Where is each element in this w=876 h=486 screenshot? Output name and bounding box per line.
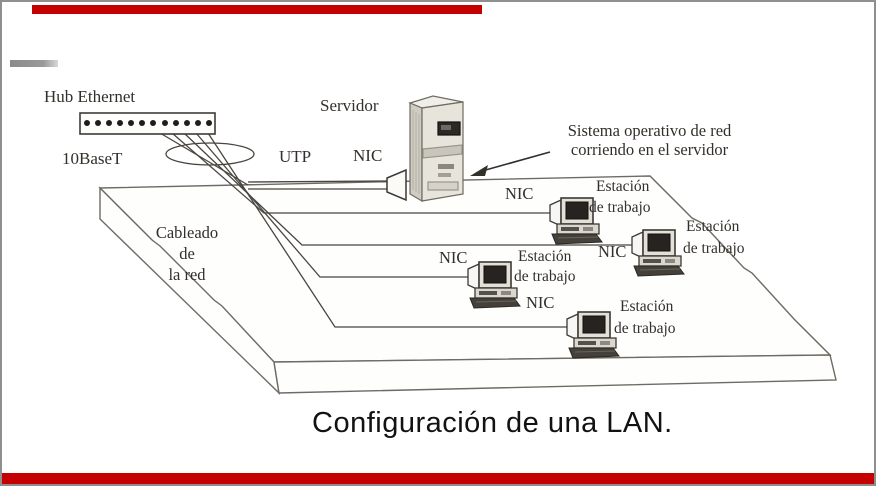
10baset-label: 10BaseT: [62, 149, 123, 168]
note-arrow-icon: [470, 151, 551, 176]
ws2-nic-label: NIC: [598, 242, 627, 261]
ws2-name-line1: Estación: [686, 218, 740, 235]
server-label: Servidor: [320, 96, 379, 115]
ws3-name-line1: Estación: [518, 248, 572, 265]
cabling-label: Cableado de la red: [149, 222, 225, 285]
utp-label: UTP: [279, 147, 312, 166]
ws1-name-line1: Estación: [596, 178, 650, 195]
ws1-name-line2: de trabajo: [589, 199, 651, 216]
server-note: Sistema operativo de red corriendo en el…: [542, 121, 757, 160]
cabling-line2: de: [179, 244, 195, 264]
server-nic-label: NIC: [353, 146, 383, 165]
server-note-line2: corriendo en el servidor: [570, 139, 729, 159]
hub-icon: [79, 112, 216, 135]
ws4-nic-label: NIC: [526, 293, 555, 312]
ws4-name-line1: Estación: [620, 298, 674, 315]
cabling-line3: la red: [168, 265, 206, 285]
bottom-accent-bar: [2, 473, 874, 484]
cable-bundle-ellipse-icon: [165, 142, 255, 166]
server-nic-connector-icon: [386, 168, 407, 202]
network-cable-lines: [159, 132, 632, 328]
slide-caption: Configuración de una LAN.: [312, 407, 673, 439]
ws2-name-line2: de trabajo: [683, 240, 745, 257]
hub-ethernet-label: Hub Ethernet: [44, 87, 136, 106]
top-accent-bar: [32, 5, 482, 14]
ws1-nic-label: NIC: [505, 184, 534, 203]
server-note-line1: Sistema operativo de red: [567, 121, 732, 140]
ws3-name-line2: de trabajo: [514, 268, 576, 285]
ws3-nic-label: NIC: [439, 248, 468, 267]
stray-scan-mark: [10, 60, 58, 67]
ws4-name-line2: de trabajo: [614, 320, 676, 337]
platform-surface: [98, 175, 837, 395]
server-tower-icon: [408, 95, 464, 203]
cabling-line1: Cableado: [155, 223, 219, 242]
